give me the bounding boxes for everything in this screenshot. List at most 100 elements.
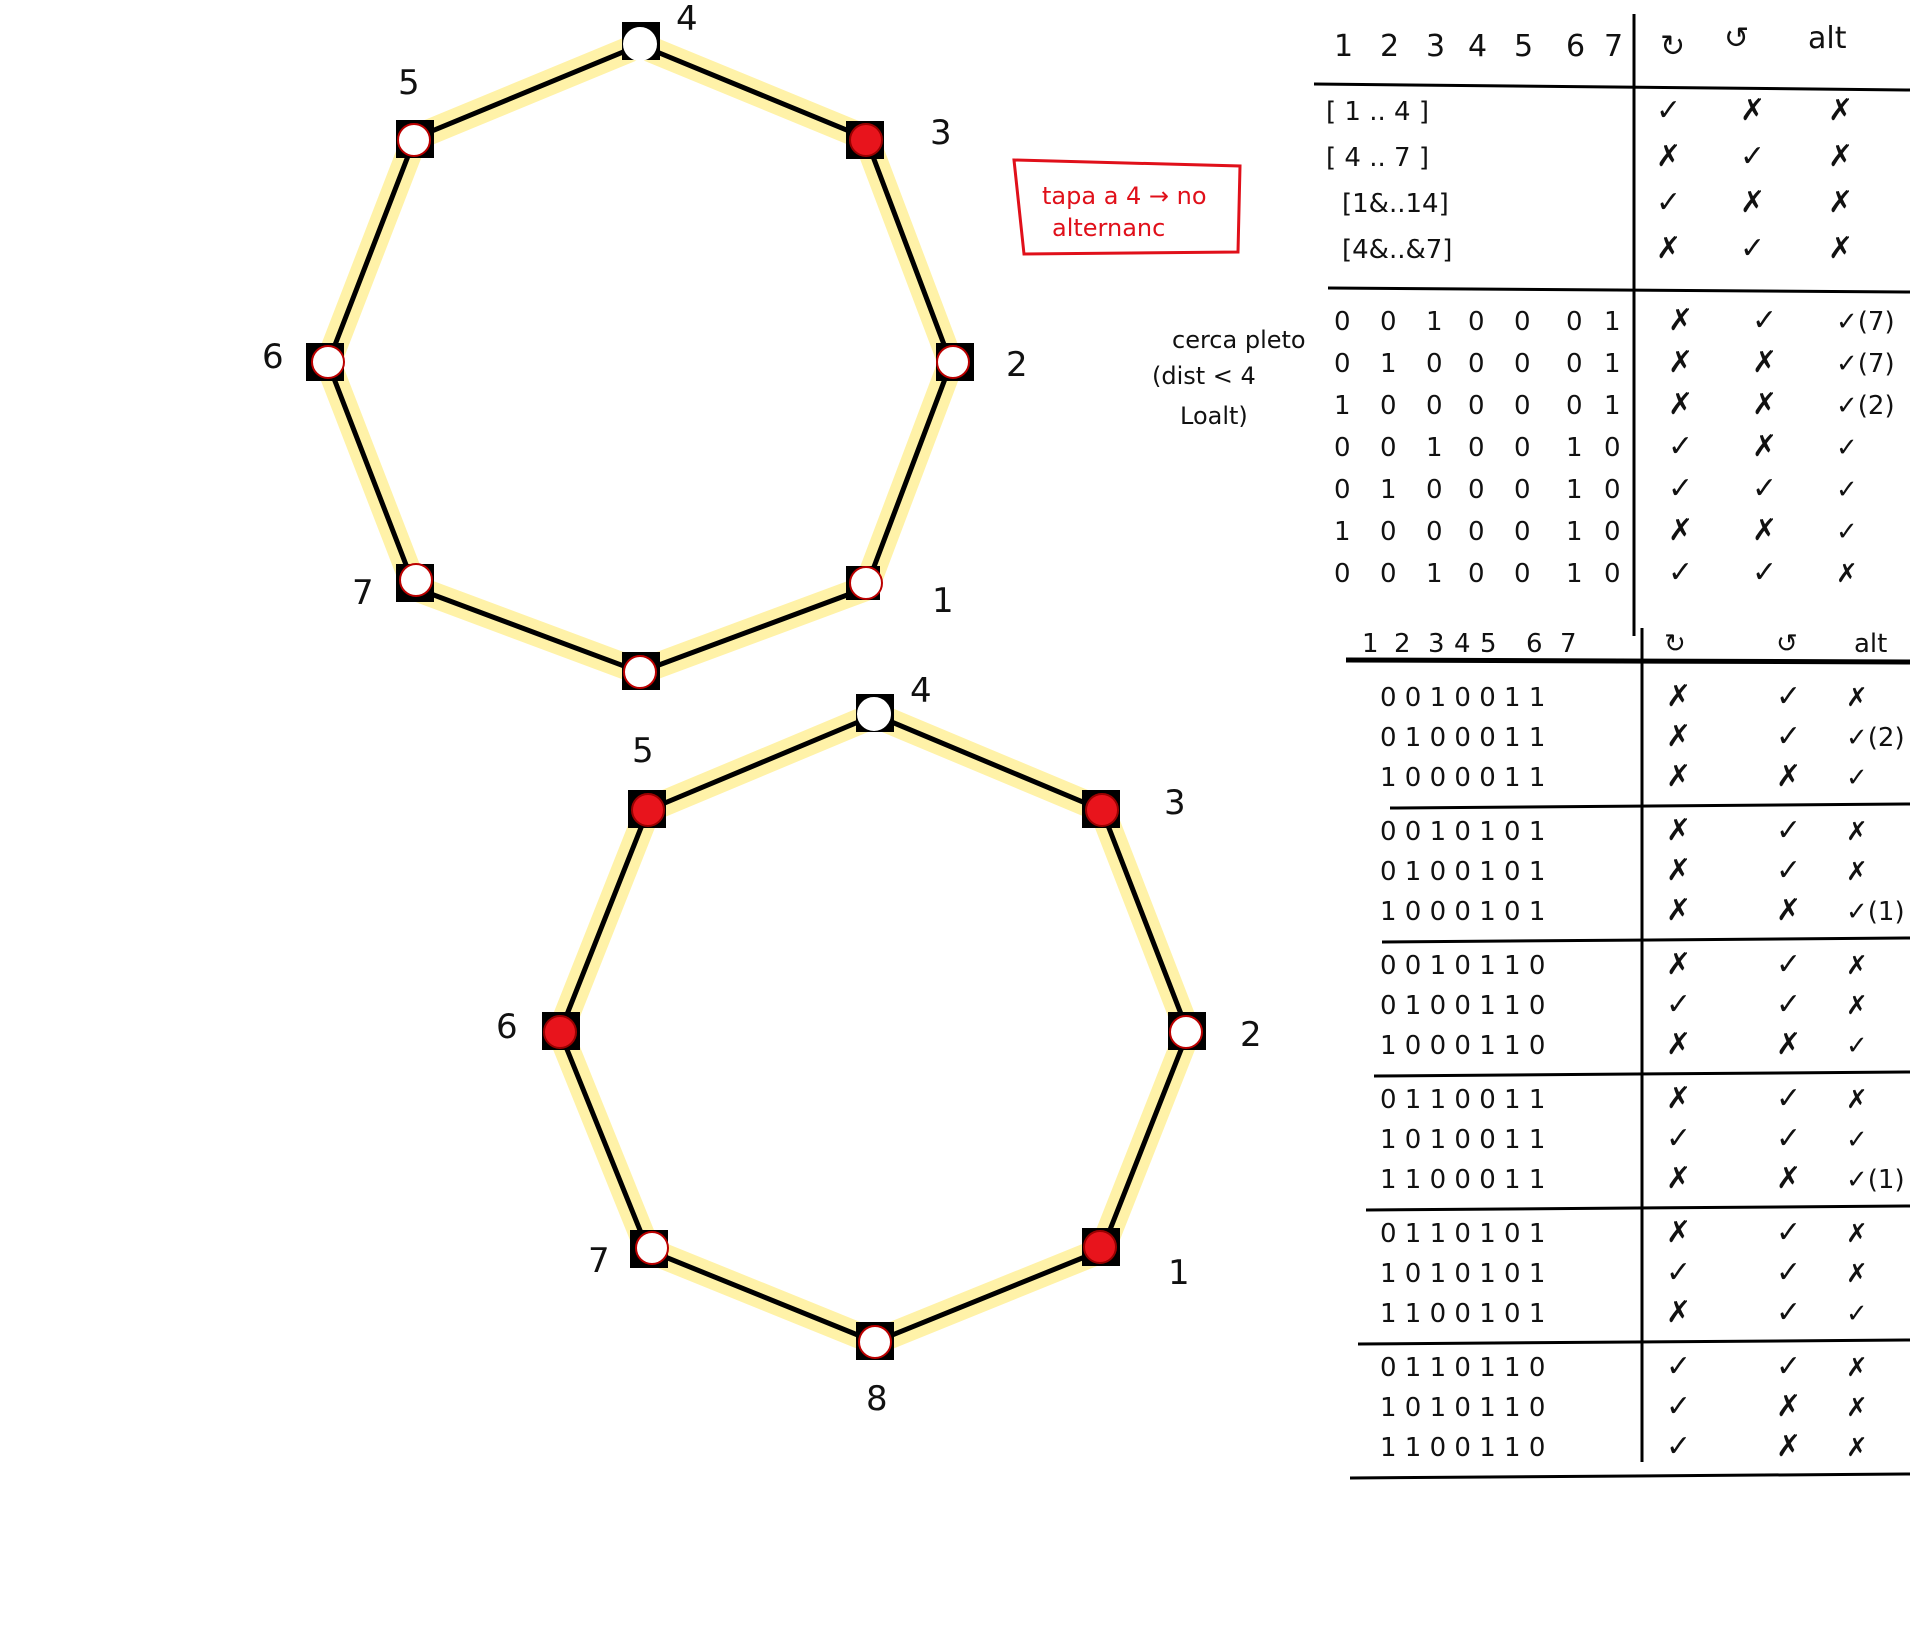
vertex-label: 3	[930, 113, 952, 153]
group-rule	[1373, 1070, 1911, 1078]
side-note-line-3: Loalt)	[1180, 402, 1248, 430]
bit-cell: 0	[1426, 475, 1443, 505]
heptagon-vertex-2: 2	[936, 343, 1028, 385]
bit-cell: 1	[1380, 475, 1397, 505]
table-1-range-rows: [ 1 .. 4 ]✓✗✗[ 4 .. 7 ]✗✓✗[1&..14]✓✗✗[4&…	[1326, 93, 1853, 266]
bit-cell: 0	[1334, 559, 1351, 589]
heptagon-vertex-5: 5	[396, 63, 434, 158]
bit-row: 1 0 0 0 1 0 1	[1380, 897, 1545, 927]
alt-mark: ✓	[1836, 433, 1858, 463]
bit-cell: 0	[1468, 559, 1485, 589]
bit-row: 1 0 0 0 1 1 0	[1380, 1031, 1545, 1061]
vertex-label: 7	[352, 573, 374, 613]
group-rule	[1357, 1338, 1911, 1346]
column-header: 6	[1566, 29, 1585, 64]
alt-mark: ✗	[1846, 857, 1868, 887]
vertex-label: 6	[496, 1007, 518, 1047]
column-header: 1	[1334, 29, 1353, 64]
ccw-mark: ✓	[1776, 679, 1801, 714]
bit-cell: 1	[1426, 433, 1443, 463]
cw-mark: ✗	[1668, 303, 1693, 338]
cw-mark: ✓	[1656, 93, 1681, 128]
vertex-label: 5	[398, 63, 420, 103]
column-header: 3	[1428, 629, 1445, 659]
cw-mark: ✗	[1668, 513, 1693, 548]
ccw-mark: ✗	[1776, 893, 1801, 928]
cw-mark: ✓	[1668, 555, 1693, 590]
alt-mark: ✓	[1836, 517, 1858, 547]
alt-mark: ✗	[1828, 93, 1853, 128]
ccw-mark: ✓	[1776, 1295, 1801, 1330]
cw-mark: ✗	[1656, 231, 1681, 266]
alt-mark: ✓	[1846, 1031, 1868, 1061]
bit-row: 0 1 1 0 1 1 0	[1380, 1353, 1545, 1383]
table-rule	[1313, 82, 1911, 92]
alt-mark: ✓(1)	[1846, 1165, 1905, 1195]
bit-cell: 0	[1604, 433, 1621, 463]
column-header: 1	[1362, 629, 1379, 659]
red-note-line-2: alternanc	[1052, 214, 1165, 242]
octagon-diagram: 1 2 3 4 5 6 7	[496, 671, 1262, 1419]
bit-cell: 1	[1604, 349, 1621, 379]
column-header: 5	[1514, 29, 1533, 64]
bit-cell: 0	[1514, 433, 1531, 463]
alt-mark: ✓(1)	[1846, 897, 1905, 927]
ccw-mark: ✗	[1752, 345, 1777, 380]
ccw-mark: ✓	[1776, 1121, 1801, 1156]
group-rule	[1349, 1472, 1911, 1480]
cw-mark: ✓	[1666, 1429, 1691, 1464]
bit-cell: 0	[1604, 559, 1621, 589]
vertex-dot	[858, 1325, 892, 1359]
bit-cell: 0	[1380, 391, 1397, 421]
bit-cell: 0	[1604, 475, 1621, 505]
cw-mark: ✗	[1656, 139, 1681, 174]
ccw-mark: ✓	[1752, 471, 1777, 506]
ccw-mark: ✗	[1776, 1389, 1801, 1424]
alt-mark: ✗	[1846, 1085, 1868, 1115]
cw-mark: ✓	[1666, 1389, 1691, 1424]
ccw-mark: ✓	[1752, 303, 1777, 338]
alt-mark: ✗	[1846, 1433, 1868, 1463]
ccw-mark: ✓	[1776, 1255, 1801, 1290]
alt-mark: ✗	[1846, 1259, 1868, 1289]
vertex-label: 2	[1240, 1015, 1262, 1055]
cw-mark: ✓	[1666, 987, 1691, 1022]
bit-cell: 0	[1566, 391, 1583, 421]
vertex-dot	[311, 345, 345, 379]
column-header: 2	[1394, 629, 1411, 659]
bit-cell: 0	[1514, 307, 1531, 337]
bit-cell: 1	[1334, 391, 1351, 421]
ccw-mark: ✓	[1776, 987, 1801, 1022]
alt-mark: ✗	[1836, 559, 1858, 589]
heptagon-vertex-6: 6	[262, 337, 345, 381]
bit-cell: 0	[1468, 433, 1485, 463]
ccw-mark: ✓	[1776, 813, 1801, 848]
bit-row: 0 0 1 0 1 0 1	[1380, 817, 1545, 847]
alt-mark: ✗	[1846, 683, 1868, 713]
group-rule	[1389, 802, 1911, 810]
ccw-mark: ✓	[1776, 1215, 1801, 1250]
bit-cell: 0	[1566, 349, 1583, 379]
bit-cell: 0	[1334, 475, 1351, 505]
bit-cell: 0	[1514, 475, 1531, 505]
bit-cell: 0	[1604, 517, 1621, 547]
octagon-vertex-8: 8	[856, 1322, 894, 1419]
cw-mark: ✗	[1666, 1161, 1691, 1196]
bit-cell: 1	[1566, 559, 1583, 589]
alt-mark: ✗	[1828, 185, 1853, 220]
cw-mark: ✗	[1666, 947, 1691, 982]
ccw-mark: ✗	[1776, 759, 1801, 794]
ccw-mark: ✗	[1776, 1161, 1801, 1196]
vertex-label: 4	[910, 671, 932, 711]
bit-row: 1 1 0 0 0 1 1	[1380, 1165, 1545, 1195]
column-header: 3	[1426, 29, 1445, 64]
bit-row: 0 1 1 0 0 1 1	[1380, 1085, 1545, 1115]
ccw-mark: ✓	[1752, 555, 1777, 590]
group-rule	[1381, 936, 1911, 944]
bit-cell: 0	[1514, 517, 1531, 547]
bit-row: 0 1 0 0 1 0 1	[1380, 857, 1545, 887]
cw-mark: ✗	[1668, 345, 1693, 380]
